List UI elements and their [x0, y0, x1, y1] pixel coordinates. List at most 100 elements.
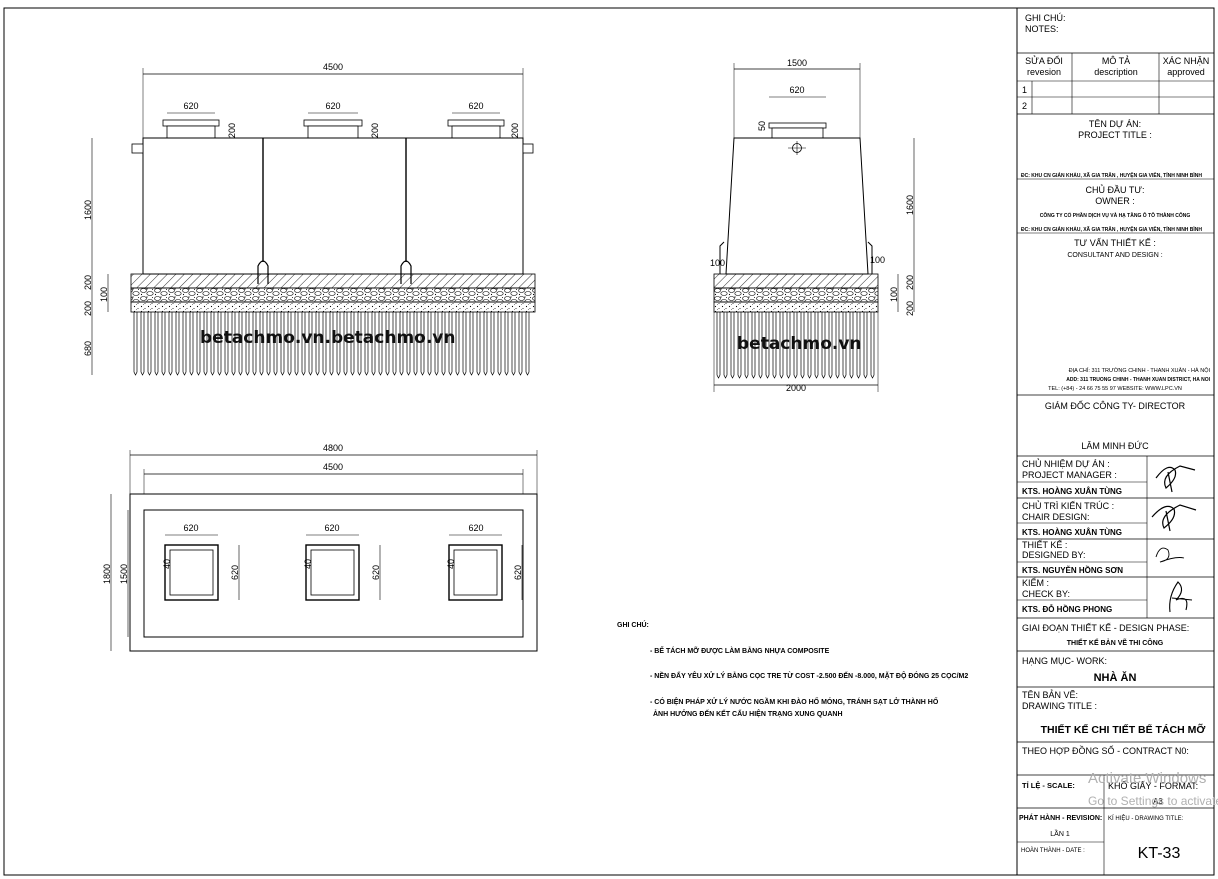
dim-plan-wall-1: 40	[162, 559, 172, 569]
bamboo-pile	[315, 312, 320, 376]
tb-appr-head-vi: XÁC NHẬN	[1163, 56, 1210, 66]
bamboo-pile	[161, 312, 166, 376]
bamboo-pile	[842, 312, 847, 379]
tank-body-front	[142, 137, 524, 275]
bamboo-pile	[455, 312, 460, 376]
os-activate-subtitle: Go to Settings to activate Windows.	[1088, 794, 1218, 808]
front-elevation: 4500 620 620 620 200 200 200	[83, 62, 536, 376]
bamboo-pile	[420, 312, 425, 376]
tb-format-label: KHỔ GIẤY - FORMAT:	[1108, 780, 1198, 791]
dim-opening-2: 620	[325, 101, 340, 111]
bamboo-pile	[273, 312, 278, 376]
bamboo-pile	[448, 312, 453, 376]
bamboo-pile	[413, 312, 418, 376]
bamboo-pile	[301, 312, 306, 376]
dim-plan-open-h2: 620	[371, 565, 381, 580]
bamboo-pile	[828, 312, 833, 379]
bamboo-pile	[476, 312, 481, 376]
tb-owner-vi: CHỦ ĐẦU TƯ:	[1085, 184, 1144, 195]
dim-plan-inner-w: 4500	[323, 462, 343, 472]
bamboo-pile	[133, 312, 138, 376]
bamboo-pile	[357, 312, 362, 376]
bamboo-pile	[329, 312, 334, 376]
bamboo-pile	[385, 312, 390, 376]
tb-owner-en: OWNER :	[1095, 196, 1135, 206]
bamboo-pile	[716, 312, 721, 379]
bamboo-pile	[336, 312, 341, 376]
tb-designer-vi: THIẾT KẾ :	[1022, 540, 1067, 550]
tb-consult-addr2: ADD: 311 TRUONG CHINH - THANH XUAN DISTR…	[1066, 377, 1210, 383]
signature-pm	[1155, 465, 1196, 493]
bamboo-pile	[252, 312, 257, 376]
tb-pm-en: PROJECT MANAGER :	[1022, 470, 1117, 480]
bamboo-pile	[723, 312, 728, 379]
dim-neck-3: 200	[510, 123, 520, 138]
tb-rev-row-1: 1	[1022, 85, 1027, 95]
dim-side-gravel: 200	[905, 301, 915, 316]
dim-side-step-right: 100	[870, 255, 885, 265]
tb-work-value: NHÀ ĂN	[1094, 671, 1137, 684]
bamboo-pile	[786, 312, 791, 379]
watermark-side: betachmo.vn	[737, 334, 862, 354]
title-block: GHI CHÚ: NOTES: SỬA ĐỔI revesion MÔ TẢ d…	[1016, 7, 1215, 876]
tb-issue-label: PHÁT HÀNH - REVISION:	[1019, 813, 1102, 822]
tb-notes-vi: GHI CHÚ:	[1025, 13, 1066, 23]
tb-title-value: THIẾT KẾ CHI TIẾT BỂ TÁCH MỠ	[1041, 723, 1206, 736]
dim-plan-wall-2: 40	[303, 559, 313, 569]
bamboo-pile	[175, 312, 180, 376]
sand-layer-front	[130, 301, 536, 313]
note-1: - BỂ TÁCH MỠ ĐƯỢC LÀM BẰNG NHỰA COMPOSIT…	[650, 646, 830, 655]
dim-tank-height: 1600	[83, 200, 93, 220]
dim-plan-open-h3: 620	[513, 565, 523, 580]
tb-rev-row-2: 2	[1022, 101, 1027, 111]
bamboo-pile	[182, 312, 187, 376]
bamboo-pile	[856, 312, 861, 379]
dim-plan-inner-h: 1500	[119, 564, 129, 584]
bamboo-pile	[863, 312, 868, 379]
bamboo-pile	[821, 312, 826, 379]
os-activation-overlay: Activate Windows Go to Settings to activ…	[1088, 770, 1218, 808]
tb-drawing-no: KT-33	[1138, 845, 1181, 862]
dim-plan-open-1: 620	[183, 523, 198, 533]
tb-work-label: HẠNG MỤC- WORK:	[1022, 656, 1107, 666]
note-2: - NỀN ĐẤY YÊU XỬ LÝ BẰNG CỌC TRE TỪ COST…	[650, 670, 968, 680]
bamboo-pile	[308, 312, 313, 376]
tb-designer-name: KTS. NGUYỄN HỒNG SƠN	[1022, 565, 1123, 575]
bamboo-pile	[525, 312, 530, 376]
bamboo-pile	[231, 312, 236, 376]
inlet-pipe	[131, 143, 144, 154]
signature-designer	[1155, 547, 1185, 563]
dim-gravel: 200	[83, 301, 93, 316]
gravel-layer-side	[713, 287, 879, 303]
bamboo-pile	[189, 312, 194, 376]
tb-date-label: HOÀN THÀNH - DATE :	[1021, 847, 1085, 854]
tb-desc-head-en: description	[1094, 67, 1138, 77]
bamboo-pile	[245, 312, 250, 376]
bamboo-pile	[730, 312, 735, 379]
dim-side-slab: 200	[905, 275, 915, 290]
dim-piles: 680	[83, 341, 93, 356]
bamboo-pile	[343, 312, 348, 376]
tb-chair-name: KTS. HOÀNG XUÂN TÙNG	[1022, 528, 1122, 537]
bamboo-pile	[518, 312, 523, 376]
tb-check-name: KTS. ĐỖ HỒNG PHONG	[1022, 604, 1112, 614]
dim-plan-outer-w: 4800	[323, 443, 343, 453]
bamboo-pile	[210, 312, 215, 376]
bamboo-pile	[259, 312, 264, 376]
bamboo-pile	[793, 312, 798, 379]
bamboo-pile	[490, 312, 495, 376]
dim-plan-open-h1: 620	[230, 565, 240, 580]
bamboo-piles-side	[716, 312, 875, 379]
bamboo-pile	[504, 312, 509, 376]
bamboo-pile	[399, 312, 404, 376]
sand-layer-side	[713, 301, 879, 313]
dim-side-top: 1500	[787, 58, 807, 68]
tb-scale-label: TỈ LỆ - SCALE:	[1022, 781, 1075, 790]
note-4: ẢNH HƯỞNG ĐẾN KẾT CẤU HIỆN TRẠNG XUNG QU…	[653, 708, 843, 718]
dim-side-lid: 50	[757, 121, 767, 131]
bamboo-pile	[322, 312, 327, 376]
bamboo-pile	[462, 312, 467, 376]
bamboo-piles-front	[133, 312, 530, 376]
bamboo-pile	[217, 312, 222, 376]
